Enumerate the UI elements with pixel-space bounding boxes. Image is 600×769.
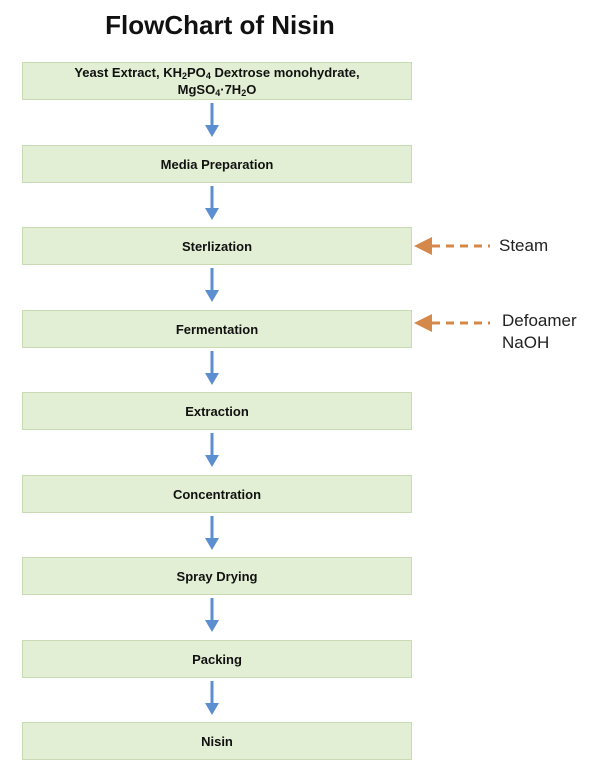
down-arrow [205, 103, 219, 137]
step-media-preparation: Media Preparation [22, 145, 412, 183]
down-arrow [205, 681, 219, 715]
steam-input-arrow [414, 237, 490, 255]
naoh-label: NaOH [502, 333, 550, 352]
step-concentration: Concentration [22, 475, 412, 513]
raw-materials-line-1: Yeast Extract, KH2PO4 Dextrose monohydra… [74, 65, 360, 81]
chart-title: FlowChart of Nisin [105, 10, 335, 40]
step-nisin: Nisin [22, 722, 412, 760]
step-spray-drying: Spray Drying [22, 557, 412, 595]
step-packing: Packing [22, 640, 412, 678]
raw-materials-line-2: MgSO4·7H2O [177, 82, 257, 98]
defoamer-input-arrow [414, 314, 490, 332]
step-extraction: Extraction [22, 392, 412, 430]
down-arrow [205, 186, 219, 220]
defoamer-label: Defoamer [502, 311, 577, 330]
raw-materials-box: Yeast Extract, KH2PO4 Dextrose monohydra… [22, 62, 412, 100]
down-arrow [205, 598, 219, 632]
down-arrow [205, 268, 219, 302]
step-sterilization: Sterlization [22, 227, 412, 265]
steam-label: Steam [499, 236, 549, 255]
down-arrow [205, 351, 219, 385]
down-arrow [205, 516, 219, 550]
down-arrow [205, 433, 219, 467]
step-fermentation: Fermentation [22, 310, 412, 348]
